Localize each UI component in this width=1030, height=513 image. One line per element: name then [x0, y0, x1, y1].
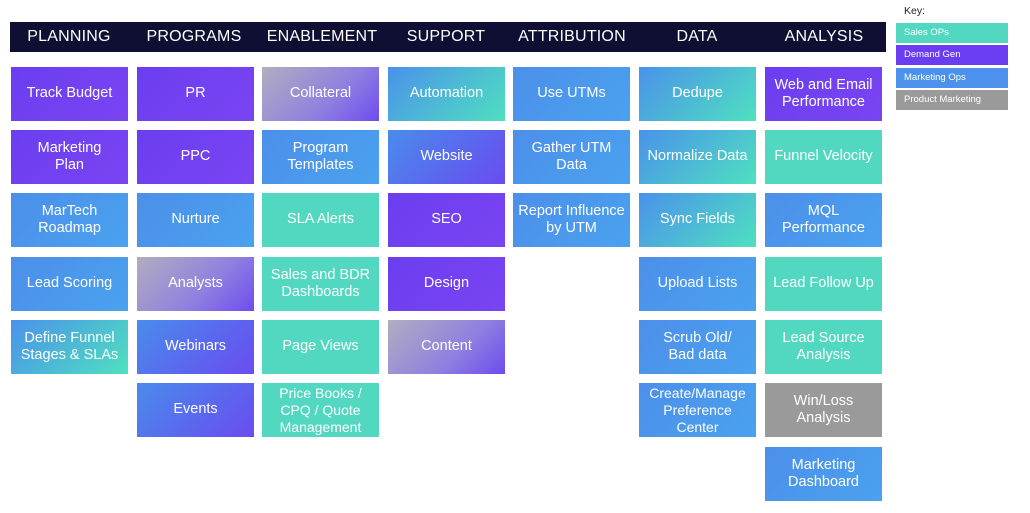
tile-sales-bdr-dashboards: Sales and BDR Dashboards	[262, 257, 379, 311]
tile-website: Website	[388, 130, 505, 184]
tile-ppc: PPC	[137, 130, 254, 184]
column-title-data: DATA	[676, 28, 718, 45]
tile-program-templates: Program Templates	[262, 130, 379, 184]
tile-lead-scoring: Lead Scoring	[11, 257, 128, 311]
tile-content: Content	[388, 320, 505, 374]
tile-sync-fields: Sync Fields	[639, 193, 756, 247]
tile-mql-performance: MQL Performance	[765, 193, 882, 247]
tile-automation: Automation	[388, 67, 505, 121]
tile-dedupe: Dedupe	[639, 67, 756, 121]
tile-seo: SEO	[388, 193, 505, 247]
tile-scrub-old-data: Scrub Old/ Bad data	[639, 320, 756, 374]
tile-preference-center: Create/Manage Preference Center	[639, 383, 756, 437]
tile-martech-roadmap: MarTech Roadmap	[11, 193, 128, 247]
tile-sla-alerts: SLA Alerts	[262, 193, 379, 247]
key-item-sales-ops: Sales OPs	[896, 23, 1008, 43]
tile-track-budget: Track Budget	[11, 67, 128, 121]
tile-lead-follow-up: Lead Follow Up	[765, 257, 882, 311]
tile-report-influence-utm: Report Influence by UTM	[513, 193, 630, 247]
tile-define-funnel-stages: Define Funnel Stages & SLAs	[11, 320, 128, 374]
tile-web-email-performance: Web and Email Performance	[765, 67, 882, 121]
tile-events: Events	[137, 383, 254, 437]
key-item-marketing-ops: Marketing Ops	[896, 68, 1008, 88]
tile-upload-lists: Upload Lists	[639, 257, 756, 311]
column-title-analysis: ANALYSIS	[784, 28, 864, 45]
tile-win-loss-analysis: Win/Loss Analysis	[765, 383, 882, 437]
column-header-bar	[10, 22, 886, 52]
column-title-enablement: ENABLEMENT	[266, 28, 378, 45]
tile-webinars: Webinars	[137, 320, 254, 374]
column-title-attribution: ATTRIBUTION	[518, 28, 626, 45]
tile-pr: PR	[137, 67, 254, 121]
tile-analysts: Analysts	[137, 257, 254, 311]
tile-marketing-plan: Marketing Plan	[11, 130, 128, 184]
tile-price-books-cpq: Price Books / CPQ / Quote Management	[262, 383, 379, 437]
tile-lead-source-analysis: Lead Source Analysis	[765, 320, 882, 374]
key-title: Key:	[904, 5, 926, 17]
tile-gather-utm-data: Gather UTM Data	[513, 130, 630, 184]
tile-marketing-dashboard: Marketing Dashboard	[765, 447, 882, 501]
column-title-programs: PROGRAMS	[146, 28, 242, 45]
tile-funnel-velocity: Funnel Velocity	[765, 130, 882, 184]
tile-normalize-data: Normalize Data	[639, 130, 756, 184]
column-title-planning: PLANNING	[27, 28, 111, 45]
key-item-product-marketing: Product Marketing	[896, 90, 1008, 110]
tile-page-views: Page Views	[262, 320, 379, 374]
tile-use-utms: Use UTMs	[513, 67, 630, 121]
key-item-demand-gen: Demand Gen	[896, 45, 1008, 65]
tile-design: Design	[388, 257, 505, 311]
column-title-support: SUPPORT	[406, 28, 486, 45]
tile-nurture: Nurture	[137, 193, 254, 247]
tile-collateral: Collateral	[262, 67, 379, 121]
